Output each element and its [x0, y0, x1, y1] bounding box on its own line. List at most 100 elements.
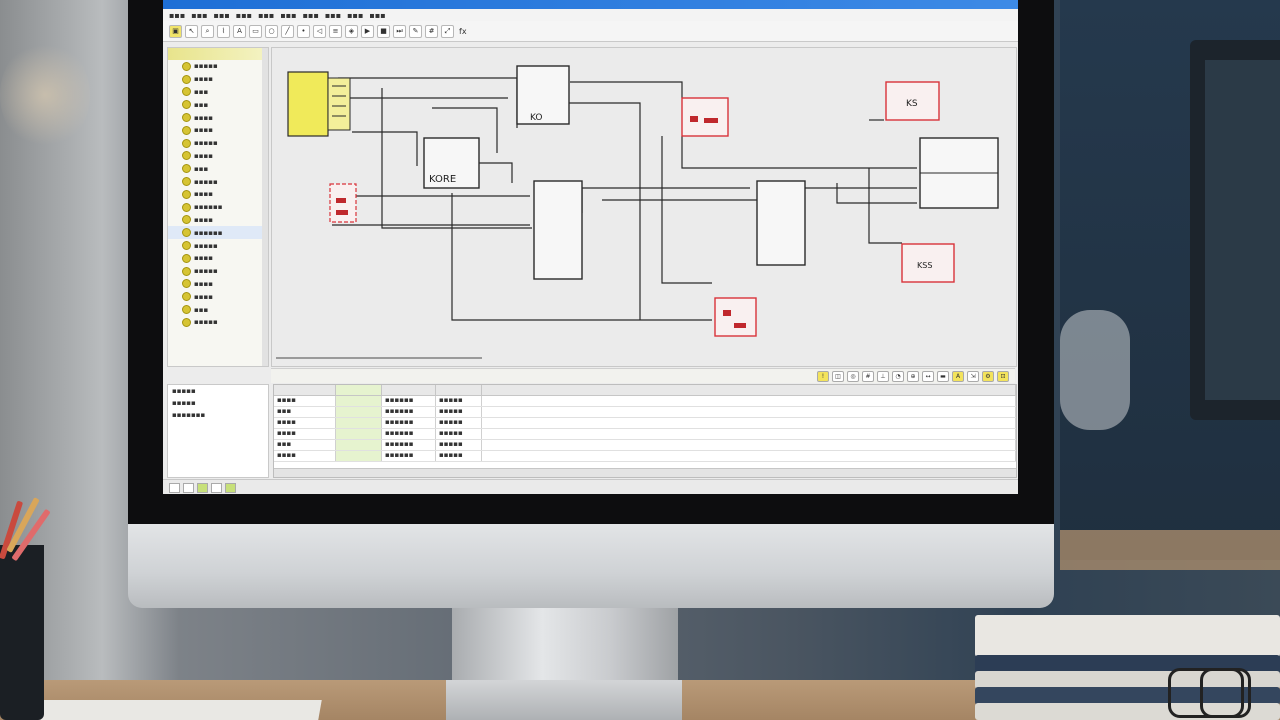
column-header[interactable] [436, 385, 482, 395]
tree-item[interactable]: ▪▪▪▪▪ [168, 137, 268, 150]
column-header[interactable] [482, 385, 1016, 395]
tree-item[interactable]: ▪▪▪▪▪ [168, 175, 268, 188]
tree-item[interactable]: ▪▪▪▪ [168, 188, 268, 201]
circle-icon[interactable]: ○ [265, 24, 278, 38]
line-icon[interactable]: ╱ [281, 24, 294, 38]
status-ok-icon [197, 482, 208, 493]
table-cell: ▪▪▪▪▪ [436, 440, 482, 450]
tree-item[interactable]: ▪▪▪▪ [168, 278, 268, 291]
annotation-icon[interactable]: A [952, 370, 964, 382]
column-header[interactable] [336, 385, 382, 395]
table-row[interactable]: ▪▪▪▪▪▪▪▪▪▪▪▪▪▪▪ [274, 418, 1016, 429]
workspace-icon[interactable]: ⚙ [982, 370, 994, 382]
column-header[interactable] [274, 385, 336, 395]
model-tab-icon[interactable] [169, 482, 180, 493]
tree-item[interactable]: ▪▪▪ [168, 162, 268, 175]
table-row[interactable]: ▪▪▪▪▪▪▪▪▪▪▪▪▪▪▪ [274, 396, 1016, 407]
property-row[interactable]: ▪▪▪▪▪▪▪ [172, 411, 206, 419]
monitor-stand [452, 605, 678, 685]
step-icon[interactable]: ⏭ [393, 24, 406, 38]
relay-block-b [681, 97, 729, 137]
rect-icon[interactable]: ▭ [249, 24, 262, 38]
osnap-icon[interactable]: ⊕ [907, 370, 919, 382]
tree-item[interactable]: ▪▪▪▪▪▪ [168, 201, 268, 214]
table-cell: ▪▪▪▪▪ [436, 418, 482, 428]
table-row[interactable]: ▪▪▪▪▪▪▪▪▪▪▪▪▪▪ [274, 407, 1016, 418]
tree-item-label: ▪▪▪▪ [194, 151, 213, 160]
tree-item[interactable]: ▪▪▪▪▪ [168, 60, 268, 73]
snap-icon[interactable]: ◎ [847, 370, 859, 382]
label-icon[interactable]: ◈ [345, 24, 358, 38]
wire [868, 168, 902, 244]
tree-item[interactable]: ▪▪▪▪ [168, 73, 268, 86]
lock-icon[interactable]: ⊡ [997, 370, 1009, 382]
background-desk [1060, 530, 1280, 570]
wire [381, 88, 532, 229]
port-icon[interactable]: ◁ [313, 24, 326, 38]
menu-item[interactable]: ▪▪▪ [302, 10, 319, 20]
tree-item-label: ▪▪▪▪▪▪ [194, 203, 223, 212]
tree-item[interactable]: ▪▪▪▪▪ [168, 316, 268, 329]
tree-item[interactable]: ▪▪▪▪ [168, 252, 268, 265]
table-row[interactable]: ▪▪▪▪▪▪▪▪▪▪▪▪▪▪ [274, 440, 1016, 451]
run-icon[interactable]: ▶ [361, 24, 374, 38]
text-icon[interactable]: A [233, 24, 246, 38]
warning-icon[interactable]: ! [817, 370, 829, 382]
tree-item[interactable]: ▪▪▪▪▪ [168, 239, 268, 252]
cursor-icon[interactable]: ↖ [185, 24, 198, 38]
tree-item[interactable]: ▪▪▪▪▪ [168, 265, 268, 278]
scale-icon[interactable]: ⇲ [967, 370, 979, 382]
layer-icon[interactable]: ◫ [832, 370, 844, 382]
tree-item[interactable]: ▪▪▪▪ [168, 214, 268, 227]
tree-item[interactable]: ▪▪▪ [168, 303, 268, 316]
grid-icon[interactable]: # [862, 370, 874, 382]
tree-item-label: ▪▪▪ [194, 305, 209, 314]
menu-item[interactable]: ▪▪▪ [235, 10, 253, 20]
column-header[interactable] [382, 385, 436, 395]
tree-item[interactable]: ▪▪▪ [168, 98, 268, 111]
table-row[interactable]: ▪▪▪▪▪▪▪▪▪▪▪▪▪▪▪ [274, 429, 1016, 440]
menu-item[interactable]: ▪▪▪ [169, 10, 186, 20]
table-scrollbar[interactable] [274, 468, 1016, 477]
component-icon [182, 317, 191, 327]
schematic-canvas[interactable]: KO KORE KS KSS [271, 47, 1017, 367]
tree-item[interactable]: ▪▪▪▪ [168, 111, 268, 124]
component-icon [182, 74, 191, 84]
fit-icon[interactable]: ⤢ [441, 24, 454, 38]
book [975, 615, 1280, 657]
property-row[interactable]: ▪▪▪▪▪ [172, 387, 196, 395]
tree-item-selected[interactable]: ▪▪▪▪▪▪ [168, 226, 268, 240]
layout-tab-icon[interactable] [183, 482, 194, 493]
tree-item[interactable]: ▪▪▪▪ [168, 290, 268, 303]
zoom-icon[interactable]: ⌕ [201, 24, 214, 38]
table-row[interactable]: ▪▪▪▪▪▪▪▪▪▪▪▪▪▪▪ [274, 451, 1016, 462]
tree-scrollbar[interactable] [262, 48, 268, 366]
menu-item[interactable]: ▪▪▪ [324, 10, 342, 20]
wire-icon[interactable]: ⌇ [217, 24, 230, 38]
wire [836, 183, 917, 204]
bus-icon[interactable]: ≡ [329, 24, 342, 38]
property-row[interactable]: ▪▪▪▪▪ [172, 399, 196, 407]
menu-item[interactable]: ▪▪▪ [347, 10, 364, 20]
tree-item[interactable]: ▪▪▪ [168, 86, 268, 99]
ortho-icon[interactable]: ⊥ [877, 370, 889, 382]
relay-mark [704, 118, 718, 123]
source-connector [327, 77, 351, 131]
component-icon [182, 215, 191, 225]
track-icon[interactable]: ↔ [922, 370, 934, 382]
polar-icon[interactable]: ◔ [892, 370, 904, 382]
menu-item[interactable]: ▪▪▪ [280, 10, 297, 20]
lineweight-icon[interactable]: ▬ [937, 370, 949, 382]
menu-item[interactable]: ▪▪▪ [369, 10, 386, 20]
tree-item[interactable]: ▪▪▪▪ [168, 124, 268, 137]
tree-item-label: ▪▪▪▪▪ [194, 267, 218, 276]
stop-icon[interactable]: ■ [377, 24, 390, 38]
menu-item[interactable]: ▪▪▪ [213, 10, 230, 20]
menu-item[interactable]: ▪▪▪ [258, 10, 275, 20]
tree-item[interactable]: ▪▪▪▪ [168, 150, 268, 163]
menu-item[interactable]: ▪▪▪ [191, 10, 208, 20]
box-icon[interactable]: ▣ [169, 24, 182, 38]
grid-icon[interactable]: # [425, 24, 438, 38]
probe-icon[interactable]: ✎ [409, 24, 422, 38]
node-icon[interactable]: • [297, 24, 310, 38]
